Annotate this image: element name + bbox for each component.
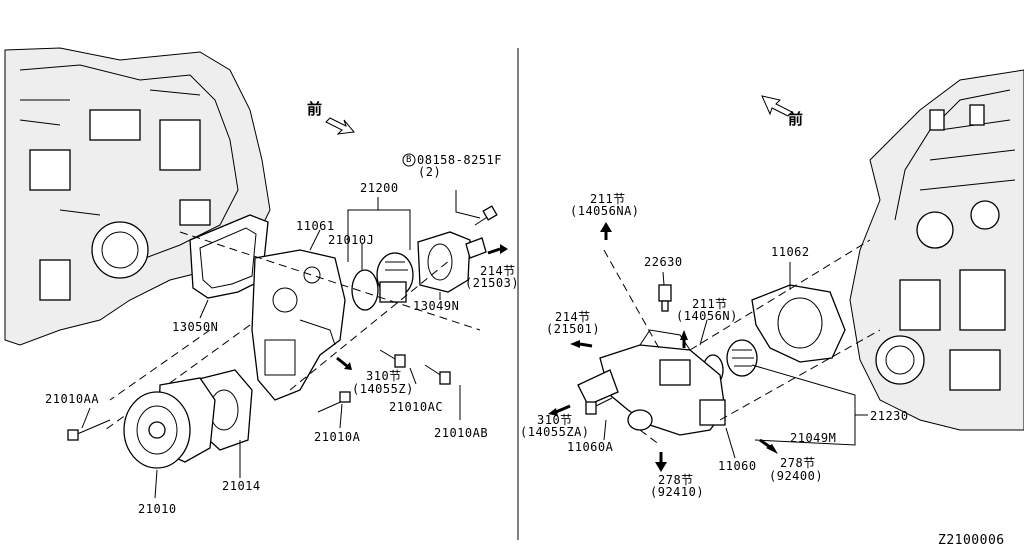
temperature-sensor-22630	[658, 284, 672, 312]
label-08158-8251f: 08158-8251F	[417, 153, 502, 167]
label-21014: 21014	[222, 479, 261, 493]
forward-arrow-right	[761, 95, 793, 117]
label-21010: 21010	[138, 502, 177, 516]
water-outlet-11060	[577, 329, 726, 436]
label-92410: (92410)	[650, 485, 705, 499]
label-310-right: 310节	[537, 413, 573, 427]
label-21010ac: 21010AC	[389, 400, 444, 414]
label-11061: 11061	[296, 219, 335, 233]
thermostat-21200	[376, 252, 414, 303]
water-inlet-13049n	[417, 231, 487, 293]
diagram-id: Z2100006	[938, 533, 1005, 548]
water-pump-21010	[123, 377, 216, 469]
label-21049m: 21049M	[790, 431, 837, 445]
label-14055za: (14055ZA)	[520, 425, 590, 439]
bolt-21010aa	[74, 419, 111, 436]
forward-label-left: 前	[307, 100, 323, 118]
label-14055z: (14055Z)	[352, 382, 414, 396]
label-11060: 11060	[718, 459, 757, 473]
label-13049n: 13049N	[413, 299, 460, 313]
label-21010a: 21010A	[314, 430, 361, 444]
arrow-278-down	[655, 462, 667, 472]
label-21501: (21501)	[546, 322, 601, 336]
label-214-left: 214节	[480, 264, 516, 278]
label-278-right: 278节	[780, 456, 816, 470]
label-21010ab: 21010AB	[434, 426, 489, 440]
gasket-11062	[751, 284, 846, 363]
forward-label-right: 前	[788, 110, 804, 128]
label-214-right: 214节	[555, 310, 591, 324]
label-21010j: 21010J	[328, 233, 375, 247]
label-211-top: 211节	[590, 192, 626, 206]
arrow-310-right	[548, 408, 558, 416]
bolt-circle-letter: B	[406, 155, 412, 165]
arrow-214-left	[487, 247, 501, 255]
label-21010aa: 21010AA	[45, 392, 100, 406]
label-21230: 21230	[870, 409, 909, 423]
label-bolt-qty: (2)	[418, 165, 442, 179]
label-92400: (92400)	[769, 469, 824, 483]
label-21200: 21200	[360, 181, 399, 195]
label-14056na: (14056NA)	[570, 204, 640, 218]
o-ring-21010j	[351, 269, 379, 311]
bolt-circle-marker	[402, 153, 416, 167]
left-engine-block	[4, 47, 271, 346]
label-22630: 22630	[644, 255, 683, 269]
label-11060a: 11060A	[567, 440, 614, 454]
arrow-310-left	[336, 356, 348, 368]
bracket-21200	[347, 209, 411, 262]
label-310-left: 310节	[366, 369, 402, 383]
label-21503: (21503)	[465, 276, 520, 290]
label-14056n: (14056N)	[676, 309, 738, 323]
forward-arrow-left	[325, 117, 355, 135]
arrow-211-up	[600, 222, 612, 232]
arrow-214-right	[570, 340, 580, 348]
label-278-down: 278节	[658, 473, 694, 487]
label-211-mid: 211节	[692, 297, 728, 311]
water-outlet-11061	[251, 249, 346, 401]
label-11062: 11062	[771, 245, 810, 259]
thermostat-21049m	[726, 339, 758, 377]
right-engine-block	[849, 69, 1024, 431]
label-13050n: 13050N	[172, 320, 219, 334]
arrow-211-mid	[680, 330, 688, 340]
